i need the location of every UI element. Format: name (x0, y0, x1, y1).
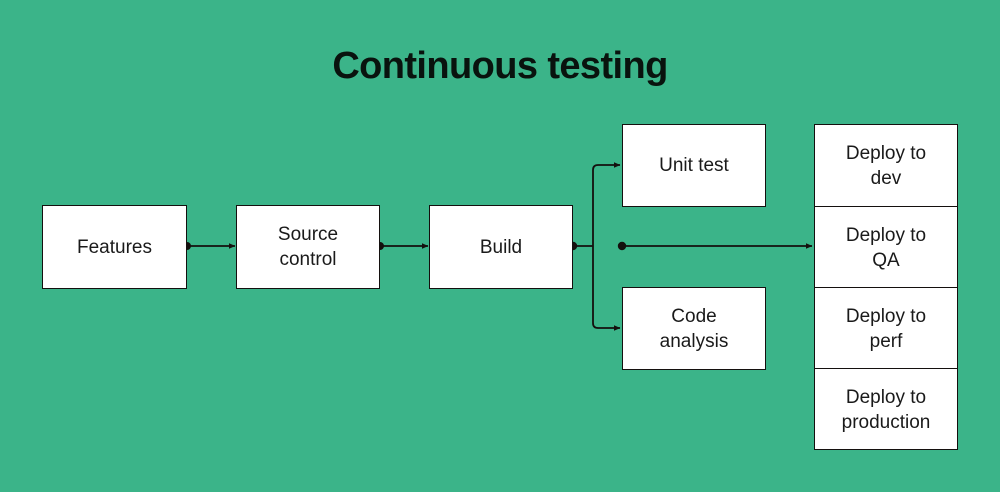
node-code-analysis[interactable]: Code analysis (622, 287, 766, 370)
edge-source-to-build (376, 242, 429, 250)
node-deploy-to-production-label: Deploy to production (841, 386, 931, 433)
node-features[interactable]: Features (42, 205, 187, 289)
node-deploy-to-dev-label: Deploy to dev (845, 143, 927, 189)
node-source-control-label: Source control (277, 224, 339, 270)
node-build[interactable]: Build (429, 205, 573, 289)
node-source-control[interactable]: Source control (236, 205, 380, 289)
node-deploy-to-dev[interactable]: Deploy to dev (815, 125, 957, 207)
node-deploy-to-qa-label: Deploy to QA (845, 224, 927, 271)
node-build-label: Build (479, 236, 523, 258)
node-deploy-to-production[interactable]: Deploy to production (815, 368, 957, 450)
node-unit-test[interactable]: Unit test (622, 124, 766, 207)
node-deploy-to-perf-label: Deploy to perf (845, 305, 927, 352)
node-deploy-to-perf[interactable]: Deploy to perf (815, 287, 957, 369)
node-features-label: Features (77, 236, 152, 258)
node-deploy-to-qa[interactable]: Deploy to QA (815, 206, 957, 288)
edge-features-to-source (183, 242, 236, 250)
edge-build-branch-trunk (568, 162, 621, 331)
deploy-stack: Deploy to dev Deploy to QA Deploy to per… (814, 124, 958, 450)
page-title: Continuous testing (332, 45, 668, 87)
edge-branch-to-deploy-qa (617, 241, 813, 251)
node-code-analysis-label: Code analysis (659, 305, 729, 352)
node-unit-test-label: Unit test (659, 155, 729, 176)
